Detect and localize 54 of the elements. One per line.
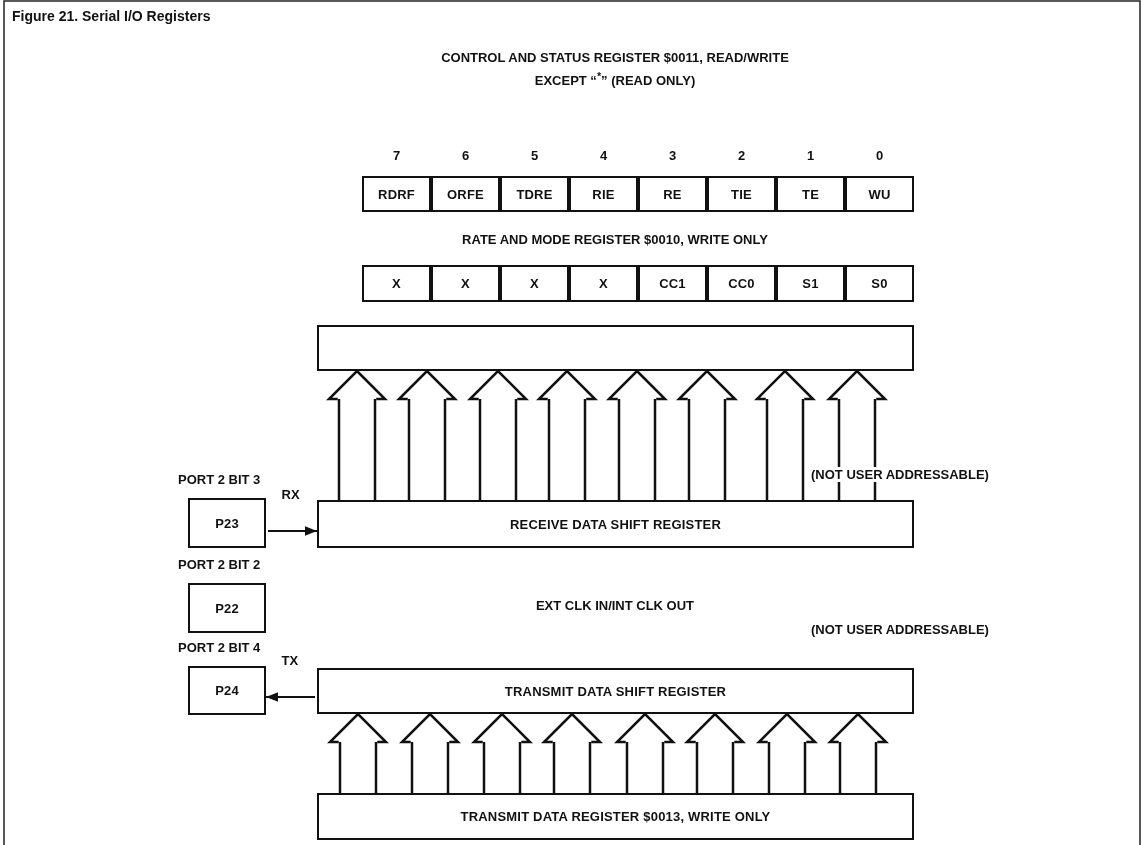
pin-name: P22 bbox=[215, 600, 239, 616]
bit-name: S0 bbox=[871, 276, 888, 291]
register-bit-cell bbox=[500, 265, 569, 302]
bit-name: X bbox=[461, 276, 470, 291]
bit-name: CC0 bbox=[728, 276, 755, 291]
bit-number: 2 bbox=[736, 148, 747, 163]
bit-number: 5 bbox=[529, 148, 540, 163]
register-heading: RATE AND MODE REGISTER $0010, WRITE ONLY bbox=[461, 232, 769, 247]
bit-number: 1 bbox=[805, 148, 816, 163]
bit-name: WU bbox=[868, 186, 891, 202]
register-bit-cell bbox=[638, 265, 707, 302]
port-label: PORT 2 BIT 3 bbox=[178, 472, 261, 487]
signal-label: EXT CLK IN/INT CLK OUT bbox=[534, 598, 696, 613]
register-bit-cell bbox=[707, 265, 776, 302]
register-box bbox=[317, 668, 914, 714]
register-box bbox=[317, 793, 914, 840]
bit-name: TDRE bbox=[516, 186, 553, 202]
bit-name: CC1 bbox=[659, 276, 686, 291]
register-box bbox=[317, 500, 914, 548]
register-name: TRANSMIT DATA REGISTER $0013, WRITE ONLY bbox=[460, 809, 771, 824]
bit-number: 7 bbox=[391, 148, 402, 163]
bit-name: RDRF bbox=[378, 186, 415, 202]
bit-name: RE bbox=[663, 186, 682, 202]
register-bit-cell bbox=[776, 265, 845, 302]
port-label: PORT 2 BIT 2 bbox=[178, 557, 261, 572]
note: (NOT USER ADDRESSABLE) bbox=[809, 467, 991, 482]
bit-name: X bbox=[392, 276, 401, 291]
pin-name: P23 bbox=[215, 515, 239, 531]
register-bit-cell bbox=[569, 265, 638, 302]
bit-name: TIE bbox=[731, 186, 752, 202]
bit-name: TE bbox=[802, 186, 819, 202]
signal-label: RX bbox=[279, 487, 302, 502]
register-box bbox=[317, 325, 914, 371]
bit-name: ORFE bbox=[447, 186, 484, 202]
register-bit-cell bbox=[431, 265, 500, 302]
bit-name: S1 bbox=[802, 276, 819, 291]
register-heading: CONTROL AND STATUS REGISTER $0011, READ/WRITE bbox=[440, 50, 790, 65]
register-heading: EXCEPT “$^{*}$” (READ ONLY) bbox=[533, 70, 697, 89]
bit-number: 3 bbox=[667, 148, 678, 163]
bit-name: RIE bbox=[592, 186, 615, 202]
port-label: PORT 2 BIT 4 bbox=[178, 640, 261, 655]
pin-name: P24 bbox=[215, 683, 239, 698]
bit-number: 6 bbox=[460, 148, 471, 163]
register-name: TRANSMIT DATA SHIFT REGISTER bbox=[504, 683, 727, 699]
bit-number: 0 bbox=[874, 148, 885, 163]
register-bit-cell bbox=[362, 265, 431, 302]
bit-name: X bbox=[530, 276, 539, 291]
register-bit-cell bbox=[845, 265, 914, 302]
bit-number: 4 bbox=[598, 148, 609, 163]
signal-label: TX bbox=[279, 653, 301, 668]
bit-name: X bbox=[599, 276, 608, 291]
figure-title: Figure 21. Serial I/O Registers bbox=[12, 8, 211, 24]
note: (NOT USER ADDRESSABLE) bbox=[809, 622, 991, 637]
register-name: RECEIVE DATA SHIFT REGISTER bbox=[510, 516, 721, 532]
